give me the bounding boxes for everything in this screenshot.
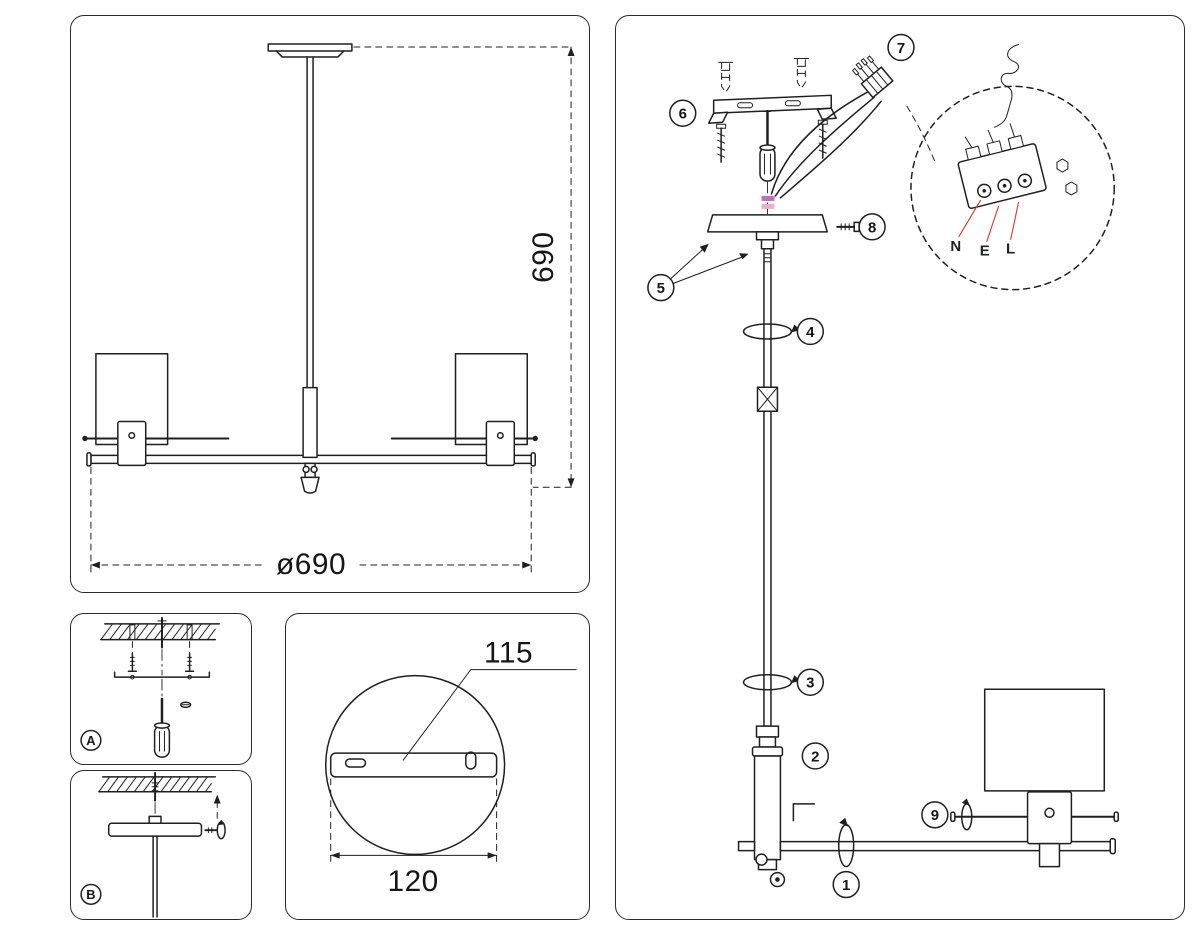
screwdriver <box>759 110 776 182</box>
step-badge-1: 1 <box>832 870 860 899</box>
detail-b-drawing: B <box>80 771 226 918</box>
step-2-label: 2 <box>811 748 819 765</box>
step-badge-4: 4 <box>796 317 825 346</box>
step-badge-5: 5 <box>647 273 675 302</box>
detail-leader <box>906 105 937 165</box>
rotate-indicator-3 <box>742 674 801 691</box>
lamp-arm <box>779 837 1116 855</box>
diameter-dim-label: ø690 <box>276 548 346 581</box>
step-badge-3: 3 <box>796 668 825 696</box>
center-body <box>300 386 320 494</box>
step-badge-2: 2 <box>801 742 829 770</box>
assembly-drawing: N E L <box>647 33 1119 899</box>
anchor-screws-a <box>127 652 195 672</box>
front-view-drawing: 690 ø690 <box>82 43 575 581</box>
nut-1 <box>1056 158 1069 173</box>
wire-mark-pink <box>761 203 775 209</box>
threaded-rod-lower <box>763 410 772 727</box>
shade-brackets <box>117 420 516 467</box>
terminal-block <box>957 123 1047 210</box>
ceiling-hatch-b <box>98 776 217 793</box>
step-4-label: 4 <box>806 324 815 341</box>
dim-plate-width: 120 <box>330 778 498 898</box>
terminal-detail: N E L <box>910 43 1115 291</box>
height-dim-label: 690 <box>527 232 560 283</box>
canopy-screw <box>836 221 860 233</box>
wall-plugs-a <box>129 624 193 654</box>
threaded-rod-upper <box>763 248 772 389</box>
detail-a-label: A <box>86 733 95 748</box>
step-badge-7: 7 <box>887 33 915 62</box>
panel-front-view: 690 ø690 <box>70 15 590 593</box>
allen-key <box>792 803 816 822</box>
rod-coupler-2 <box>755 725 780 748</box>
rod-coupler <box>756 386 779 412</box>
stem-and-canopy <box>267 43 353 389</box>
step-1-label: 1 <box>842 877 850 894</box>
wire-connector <box>852 55 894 99</box>
step-badge-8: 8 <box>858 213 886 241</box>
wire-label-earth: E <box>980 243 990 260</box>
step-5-leaders <box>670 243 749 285</box>
dim-hole-spacing: 115 <box>402 637 577 761</box>
rotate-indicator-9 <box>961 798 973 831</box>
step-8-label: 8 <box>868 219 876 236</box>
wire-label-live: L <box>1006 241 1015 258</box>
nut-2 <box>1065 181 1078 196</box>
detail-a-drawing: A <box>80 616 220 758</box>
plate-detail-drawing: 115 120 <box>324 637 577 898</box>
ceiling-screw-b <box>151 771 159 821</box>
step-7-label: 7 <box>897 40 905 57</box>
badge-b: B <box>80 883 102 905</box>
step-6-label: 6 <box>679 106 687 123</box>
wire-label-leaders <box>958 199 1020 242</box>
wall-plugs <box>718 57 809 93</box>
rotate-indicator-4 <box>742 323 801 340</box>
canopy-wires <box>770 91 882 199</box>
side-screw-b <box>204 819 226 840</box>
screw-side-a <box>179 701 192 709</box>
ceiling-canopy <box>706 181 829 279</box>
plate-detail-circle <box>324 674 506 856</box>
step-9-label: 9 <box>931 807 939 824</box>
ceiling-hatch <box>100 623 220 641</box>
canopy-b <box>107 815 203 918</box>
wire-label-neutral: N <box>950 238 961 255</box>
screwdriver-a <box>153 678 171 758</box>
lamp-shade <box>983 688 1106 792</box>
rotate-indicator-1 <box>837 817 855 868</box>
dim-diameter: ø690 <box>90 466 532 581</box>
lamp-body <box>737 746 786 888</box>
step-badge-6: 6 <box>669 99 697 127</box>
shade-bracket <box>1026 791 1073 868</box>
mounting-plate <box>329 751 498 778</box>
mounting-bracket <box>707 94 837 124</box>
step-badge-9: 9 <box>921 801 949 829</box>
up-arrow-b <box>213 794 221 819</box>
badge-a: A <box>80 729 102 751</box>
panel-plate-detail: 115 120 <box>285 613 590 920</box>
plate-width-dim-label: 120 <box>388 865 439 898</box>
wire-mark-purple <box>761 195 775 201</box>
mounting-bar-a <box>113 671 211 680</box>
step-5-label: 5 <box>657 280 665 297</box>
center-screw <box>157 616 167 676</box>
panel-assembly-steps: N E L <box>615 15 1185 920</box>
panel-detail-a: A <box>70 613 252 765</box>
detail-b-label: B <box>86 887 95 902</box>
hole-spacing-dim-label: 115 <box>484 637 533 670</box>
step-3-label: 3 <box>806 675 814 692</box>
panel-detail-b: B <box>70 770 252 920</box>
supply-wire <box>994 43 1020 128</box>
dim-height: 690 <box>353 46 575 488</box>
